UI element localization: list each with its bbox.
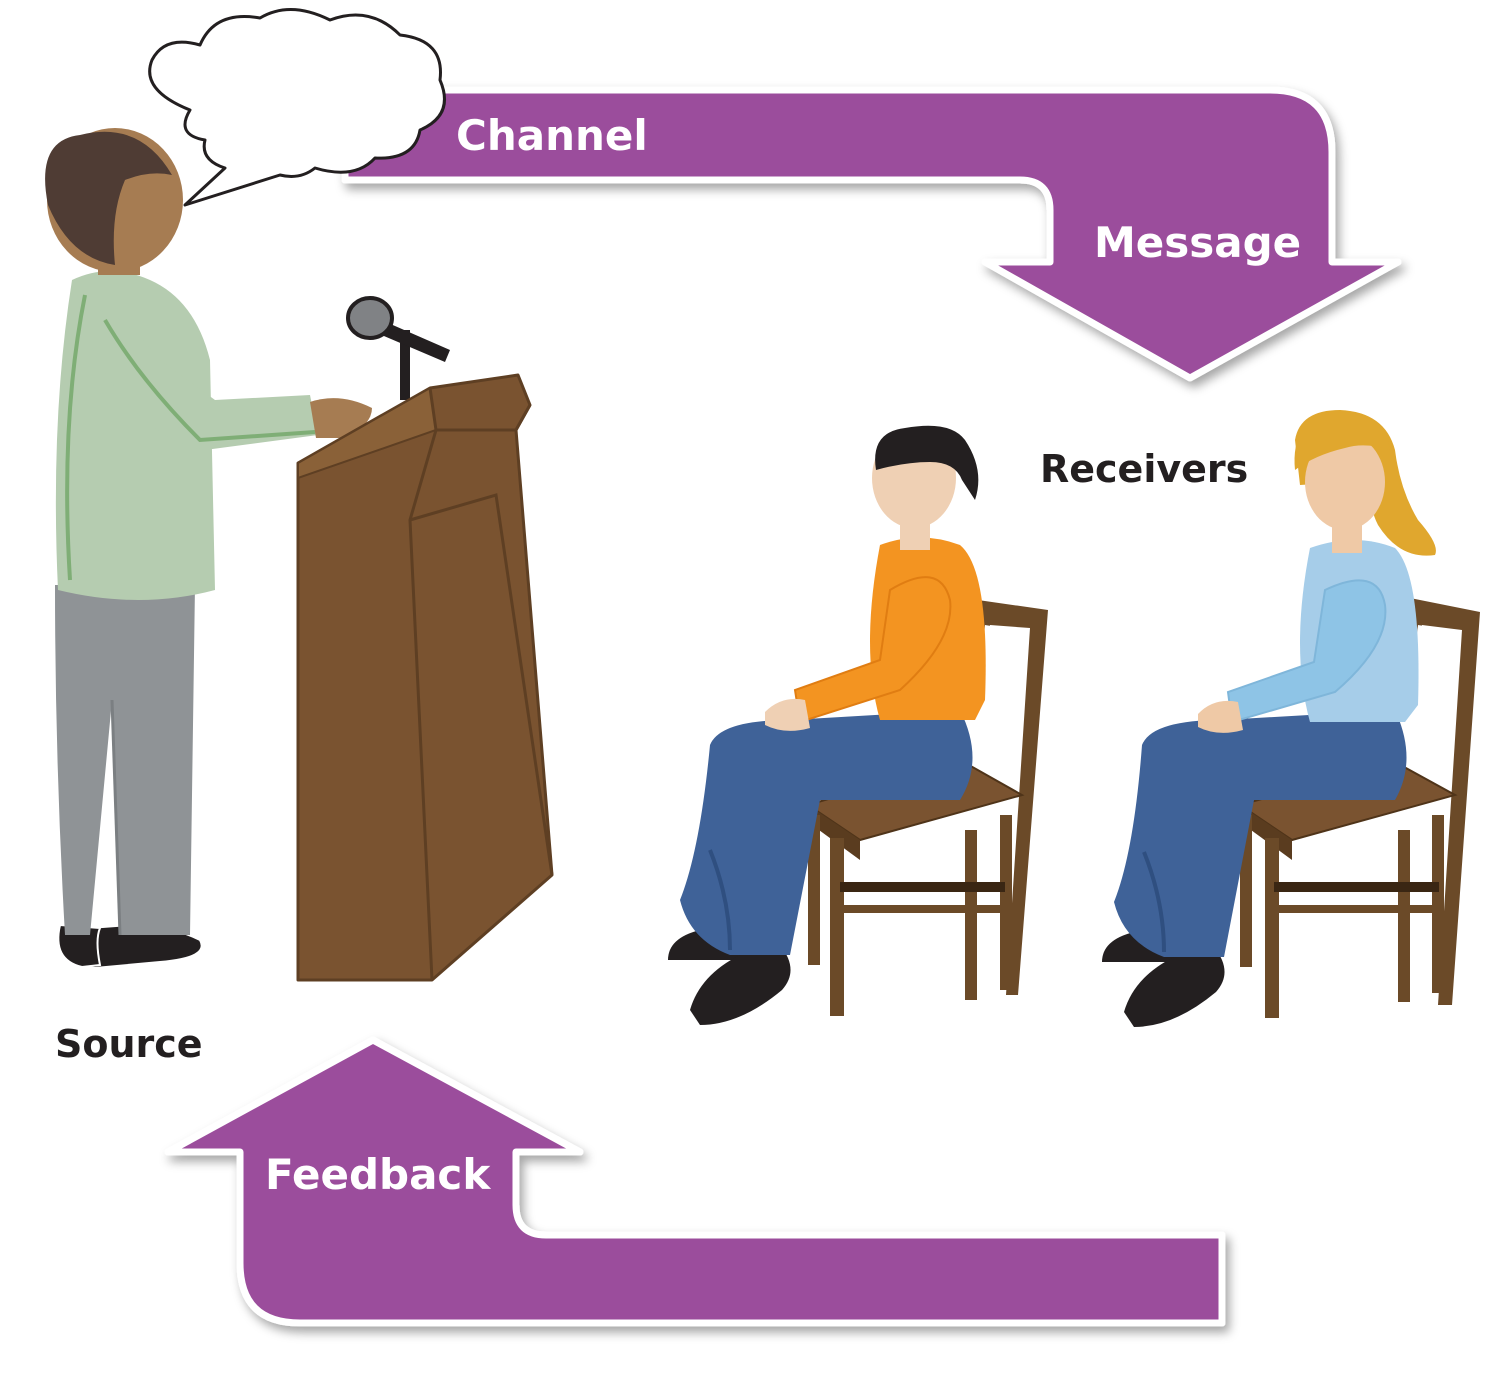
feedback-arrow-shape [164,1036,1226,1327]
channel-message-arrow-shape [341,86,1402,382]
podium [296,373,554,982]
feedback-arrow [164,1036,1226,1327]
channel-message-arrow [341,86,1402,382]
source-label: Source [55,1022,203,1066]
receiver-female-figure [1102,410,1480,1027]
receivers-label: Receivers [1040,447,1248,491]
feedback-label: Feedback [265,1150,491,1199]
message-label: Message [1094,218,1301,267]
microphone [346,296,450,400]
channel-label: Channel [456,111,648,160]
speech-bubble [148,8,446,207]
receiver-male-figure [668,425,1048,1025]
speaker-figure [45,128,372,970]
